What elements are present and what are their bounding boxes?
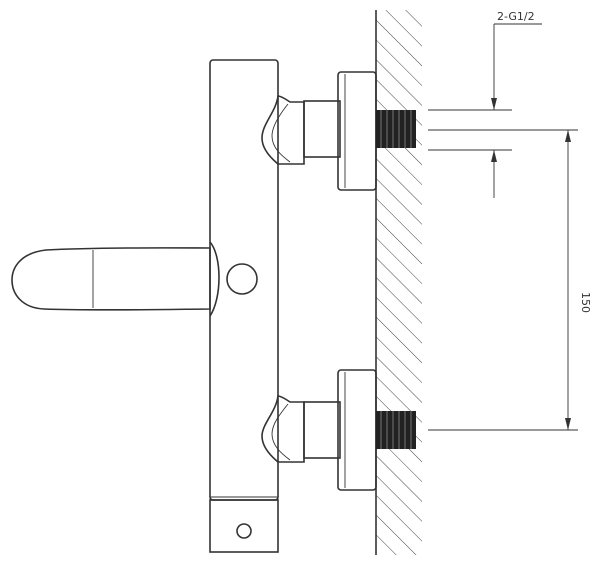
bottom-cap-hole [236,523,252,539]
lower-connector-curve [261,395,305,463]
upper-escutcheon [337,71,377,191]
thread-dimension: 2-G1/2 [428,10,542,198]
thread-size-label: 2-G1/2 [497,10,535,23]
wall [375,10,422,555]
spacing-label: 150 [579,292,592,313]
lower-connector-inner-curve [271,403,291,461]
lever-knob-circle [226,263,258,295]
lever-collar [209,241,220,317]
upper-connector-curve [261,95,305,165]
mixer-body-outline [209,59,279,501]
upper-connector [261,71,416,191]
thread-arrow-up [491,150,497,162]
wall-hatching [376,10,422,555]
lower-thread-stub [376,411,416,449]
lower-thread-ridges [380,411,412,449]
bottom-end-cap [209,499,279,553]
mixer-body [209,59,279,553]
lower-nut [303,401,341,459]
upper-thread-stub [376,110,416,148]
upper-thread-ridges [380,110,412,148]
upper-nut [303,100,341,158]
spacing-arrow-bottom [565,418,571,430]
upper-connector-inner-curve [271,103,291,163]
lever-handle-outline [11,247,211,311]
spacing-arrow-top [565,130,571,142]
lever-handle [11,241,258,317]
lower-escutcheon [337,369,377,491]
lower-connector [261,369,416,491]
spacing-dimension: 150 [428,129,592,431]
thread-arrow-down [491,98,497,110]
